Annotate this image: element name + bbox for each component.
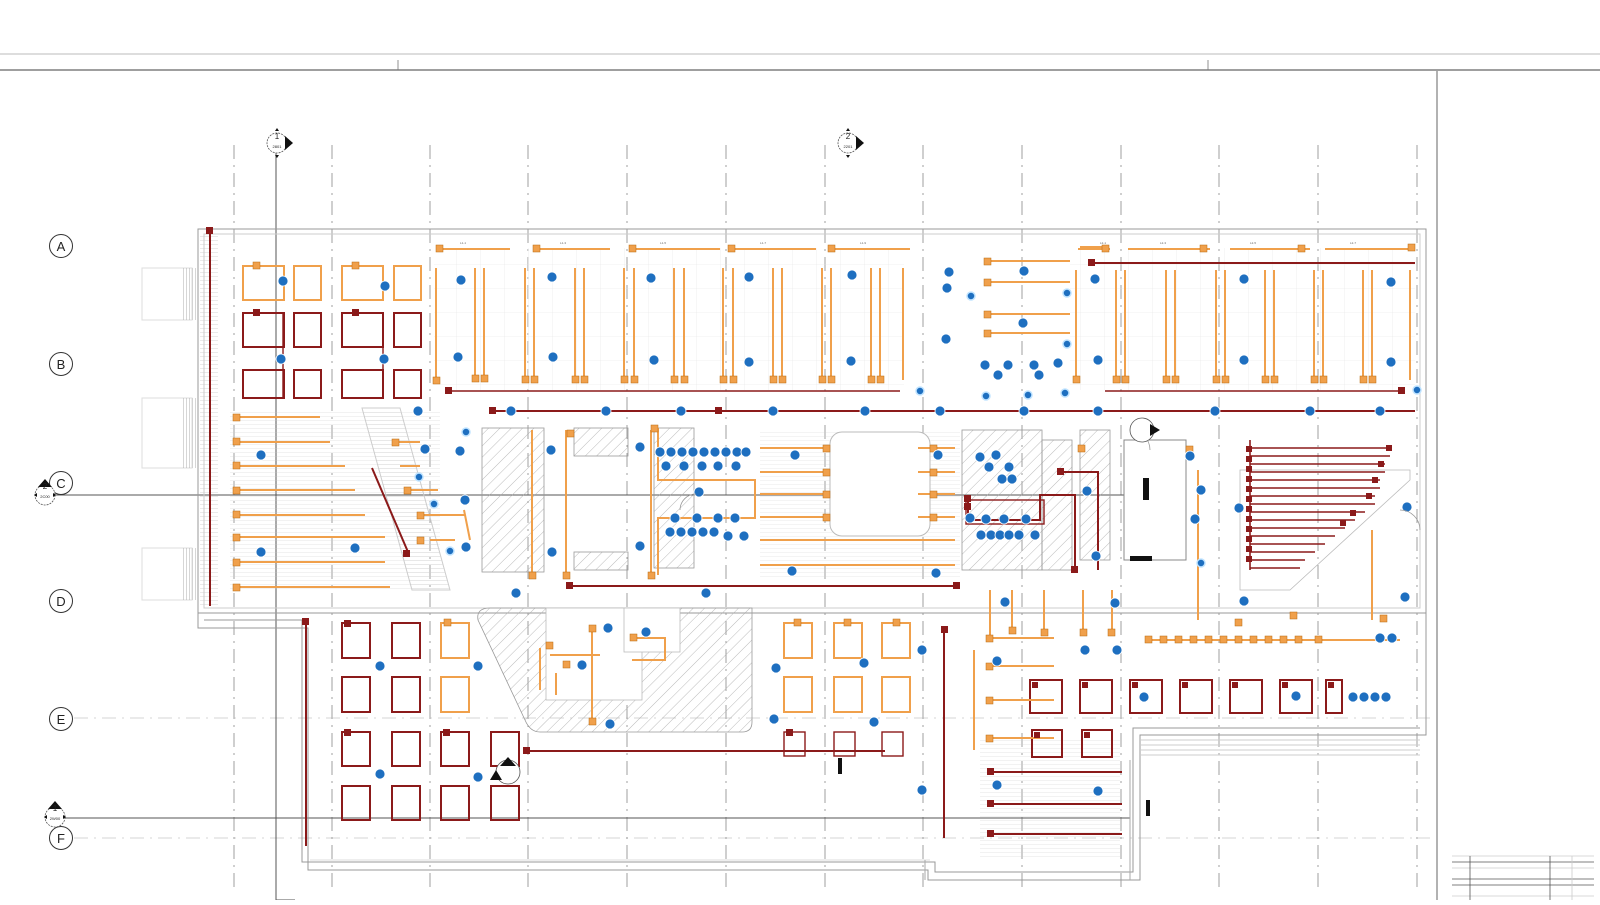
emergency-junction-boxes xyxy=(206,227,1405,837)
grid-label-text: A xyxy=(56,238,66,254)
section-number: 2 xyxy=(42,482,48,491)
grid-label-text: B xyxy=(56,356,66,372)
sheet-border xyxy=(0,53,1600,900)
normal-junction-boxes xyxy=(232,243,1416,743)
circuit-annotations: L1-1 L1-3 L1-5 L1-7 L1-9 L2-1 L2-3 L2-5 L2-7 xyxy=(460,241,1356,245)
section-marker-2-left[interactable]: 2 2C00 xyxy=(34,478,56,508)
section-marker-1-top[interactable]: 1 2801 xyxy=(266,128,293,158)
left-entries xyxy=(141,234,218,608)
ramp xyxy=(361,407,451,591)
section-number: 1 xyxy=(52,804,58,813)
normal-circuits xyxy=(238,246,1415,750)
svg-text:L1-7: L1-7 xyxy=(760,241,766,245)
grid-label-row-a: A xyxy=(49,234,73,258)
svg-text:L2-7: L2-7 xyxy=(1350,241,1356,245)
section-marker-2-top[interactable]: 2 2201 xyxy=(837,128,864,158)
svg-text:L2-5: L2-5 xyxy=(1250,241,1256,245)
svg-text:L1-1: L1-1 xyxy=(460,241,466,245)
atrium xyxy=(829,431,1187,816)
svg-text:L1-5: L1-5 xyxy=(660,241,666,245)
svg-text:L2-3: L2-3 xyxy=(1160,241,1166,245)
grid-label-row-b: B xyxy=(49,352,73,376)
section-marker-1-left[interactable]: 1 2W00 xyxy=(44,800,66,830)
section-sheet-ref: 2C00 xyxy=(40,494,50,499)
sensor-devices xyxy=(414,288,1422,568)
grid-label-row-e: E xyxy=(49,707,73,731)
section-number: 1 xyxy=(274,132,280,141)
section-marker-icon xyxy=(837,128,864,158)
svg-text:L1-9: L1-9 xyxy=(860,241,866,245)
title-block xyxy=(1452,855,1594,900)
building-outline xyxy=(197,228,1427,881)
grid-label-row-d: D xyxy=(49,589,73,613)
section-marker-icon xyxy=(266,128,293,158)
svg-text:L1-3: L1-3 xyxy=(560,241,566,245)
section-marker-icon xyxy=(34,479,56,506)
section-sheet-ref: 2W00 xyxy=(49,816,61,821)
svg-text:L2-1: L2-1 xyxy=(1100,241,1106,245)
interior-section-callout xyxy=(490,417,1160,785)
grid-label-text: E xyxy=(56,711,66,727)
row-gridlines xyxy=(74,717,1430,839)
section-sheet-ref: 2201 xyxy=(843,144,853,149)
section-marker-icon xyxy=(44,801,66,828)
grid-label-text: C xyxy=(56,475,66,491)
grid-label-text: F xyxy=(57,830,65,846)
lecture-rows xyxy=(1249,440,1390,570)
fixture-tags xyxy=(255,265,1413,797)
section-sheet-ref: 2801 xyxy=(272,144,282,149)
grid-label-text: D xyxy=(56,593,66,609)
emergency-room-boxes xyxy=(242,312,1343,821)
section-number: 2 xyxy=(845,132,851,141)
grid-label-row-f: F xyxy=(49,826,73,850)
